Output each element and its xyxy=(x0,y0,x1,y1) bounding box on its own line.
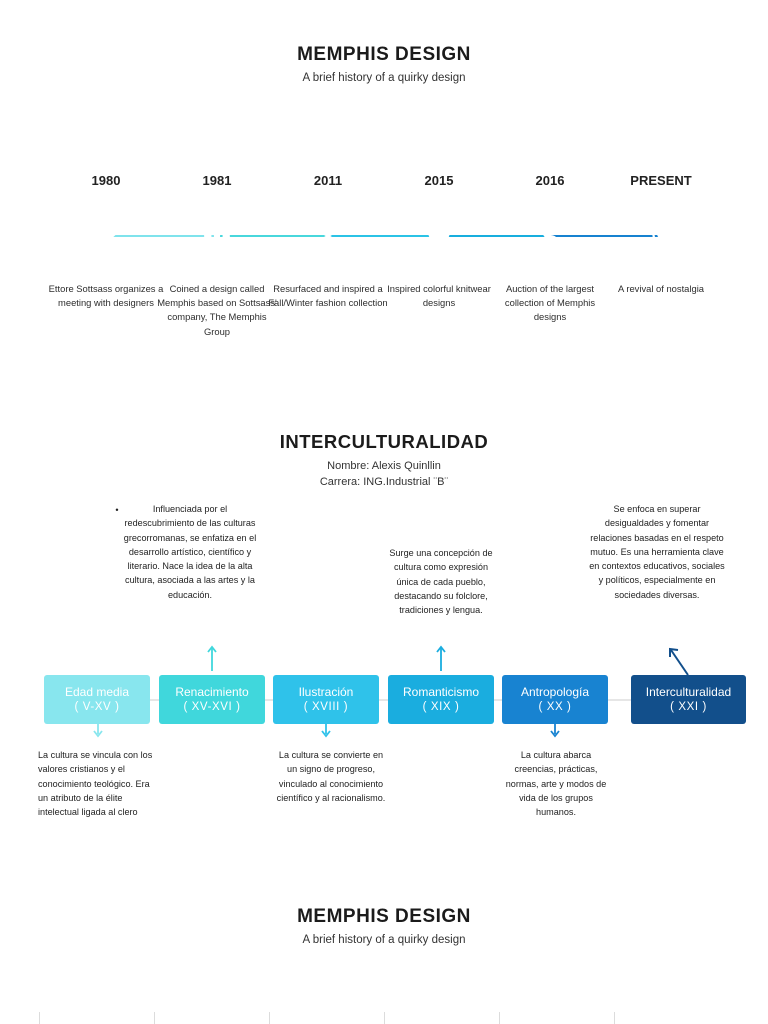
period-label: Romanticismo xyxy=(402,684,480,699)
event-description: Coined a design called Memphis based on … xyxy=(157,283,277,337)
column-divider xyxy=(154,1012,155,1024)
event-description: Ettore Sottsass organizes a meeting with… xyxy=(48,283,164,309)
event-circle: $ xyxy=(521,207,579,265)
event-year: 1981 xyxy=(202,173,232,188)
microphone-icon xyxy=(652,224,670,248)
column-divider xyxy=(39,1012,40,1024)
event-year: 2015 xyxy=(424,173,454,188)
event-circle xyxy=(188,207,246,265)
period-box-romanticismo: Romanticismo ( XIX ) xyxy=(388,675,494,724)
memphis-title-repeat: MEMPHIS DESIGN xyxy=(297,906,471,927)
column-divider xyxy=(384,1012,385,1024)
author-career: Carrera: ING.Industrial ¨B¨ xyxy=(319,476,449,488)
period-label: Renacimiento xyxy=(175,684,249,699)
period-era: ( V-XV ) xyxy=(74,700,120,713)
timeline-line-5 xyxy=(550,235,661,237)
antropologia-description: La cultura abarca creencias, prácticas, … xyxy=(505,750,607,818)
period-box-ilustracion: Ilustración ( XVIII ) xyxy=(273,675,379,724)
star-icon xyxy=(94,224,118,247)
event-year: 1980 xyxy=(91,173,121,188)
svg-text:$: $ xyxy=(541,222,558,251)
period-box-antropologia: Antropología ( XX ) xyxy=(502,675,608,724)
column-divider xyxy=(499,1012,500,1024)
timeline-line-4 xyxy=(439,235,550,237)
romanticismo-description: Surge una concepción de cultura como exp… xyxy=(389,548,493,616)
timeline-line-3 xyxy=(328,235,439,237)
period-era: ( XIX ) xyxy=(422,700,460,713)
eye-icon xyxy=(203,227,231,245)
intercultural-title: INTERCULTURALIDAD xyxy=(279,431,489,452)
period-era: ( XVIII ) xyxy=(303,700,349,713)
heart-icon xyxy=(428,226,450,248)
arrow-down-icon xyxy=(550,723,560,738)
event-circle xyxy=(632,207,690,265)
interculturalidad-description: Se enfoca en superar desigualdades y fom… xyxy=(589,504,725,600)
event-description: Inspired colorful knitwear designs xyxy=(387,283,491,309)
event-description: Resurfaced and inspired a Fall/Winter fa… xyxy=(268,283,388,309)
event-description: Auction of the largest collection of Mem… xyxy=(504,283,596,323)
arrow-up-icon xyxy=(436,645,446,671)
renacimiento-description: Influenciada por el redescubrimiento de … xyxy=(123,504,257,600)
memphis-title: MEMPHIS DESIGN xyxy=(297,44,471,65)
ilustracion-description: La cultura se convierte en un signo de p… xyxy=(276,750,386,803)
arrow-up-left-icon xyxy=(669,647,689,676)
timeline-line-1 xyxy=(106,235,217,237)
arrow-down-icon xyxy=(321,723,331,738)
period-label: Antropología xyxy=(520,684,590,699)
period-era: ( XV-XVI ) xyxy=(183,700,241,713)
arrow-down-icon xyxy=(93,723,103,738)
period-label: Edad media xyxy=(64,684,130,699)
period-era: ( XX ) xyxy=(538,700,572,713)
timeline-line-2 xyxy=(217,235,328,237)
memphis-subtitle-repeat: A brief history of a quirky design xyxy=(302,934,466,946)
event-year: 2011 xyxy=(313,173,343,188)
event-description: A revival of nostalgia xyxy=(618,283,704,294)
event-circle xyxy=(299,207,357,265)
period-box-interculturalidad: Interculturalidad ( XXI ) xyxy=(631,675,746,724)
column-divider xyxy=(614,1012,615,1024)
edad-media-description: La cultura se vincula con los valores cr… xyxy=(38,750,153,818)
period-box-edad-media: Edad media ( V-XV ) xyxy=(44,675,150,724)
event-circle xyxy=(77,207,135,265)
dollar-icon: $ xyxy=(541,222,558,251)
memphis-subtitle: A brief history of a quirky design xyxy=(302,72,466,84)
event-year: PRESENT xyxy=(630,173,692,188)
event-circle xyxy=(410,207,468,265)
snowflake-icon xyxy=(315,222,341,250)
period-box-renacimiento: Renacimiento ( XV-XVI ) xyxy=(159,675,265,724)
bullet-mark: • xyxy=(115,505,119,515)
period-era: ( XXI ) xyxy=(670,700,707,713)
period-label: Ilustración xyxy=(298,684,354,699)
event-year: 2016 xyxy=(535,173,565,188)
arrow-up-icon xyxy=(207,645,217,671)
column-divider xyxy=(269,1012,270,1024)
author-name: Nombre: Alexis Quinllin xyxy=(327,460,441,472)
period-label: Interculturalidad xyxy=(645,684,732,699)
